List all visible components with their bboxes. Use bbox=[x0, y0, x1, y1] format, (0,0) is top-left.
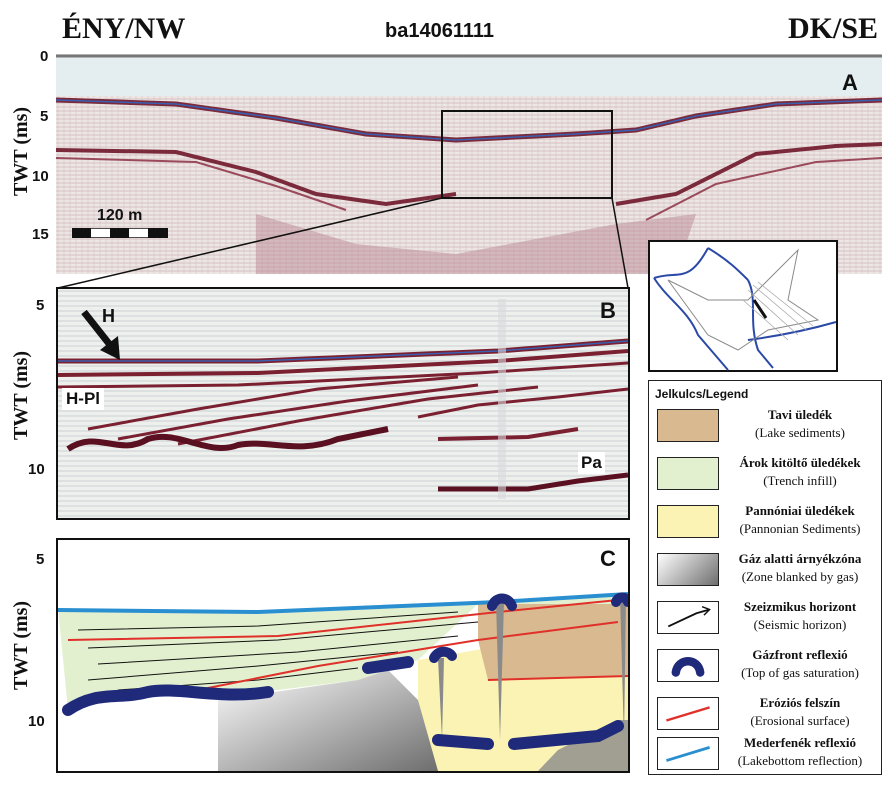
erosion-line-icon bbox=[657, 697, 719, 730]
scale-bar bbox=[72, 228, 168, 238]
panel-a-tick: 5 bbox=[40, 108, 49, 125]
pannonian-swatch bbox=[657, 505, 719, 538]
panel-c-tick: 10 bbox=[28, 713, 45, 730]
legend: Jelkulcs/Legend Tavi üledék (Lake sedime… bbox=[648, 380, 882, 775]
annotation-h-pl: H-Pl bbox=[62, 388, 104, 410]
legend-label-en: (Lake sediments) bbox=[755, 425, 845, 440]
legend-label-hu: Szeizmikus horizont bbox=[743, 599, 857, 614]
legend-item-pannonian: Pannóniai üledékek (Pannonian Sediments) bbox=[657, 501, 869, 549]
legend-label-en: (Top of gas saturation) bbox=[741, 665, 859, 680]
seismic-section-a bbox=[56, 54, 882, 274]
location-map bbox=[648, 240, 838, 372]
scale-bar-label: 120 m bbox=[97, 207, 143, 224]
legend-title: Jelkulcs/Legend bbox=[655, 387, 749, 401]
legend-label-en: (Pannonian Sediments) bbox=[739, 521, 861, 536]
header-right-direction: DK/SE bbox=[788, 12, 879, 45]
panel-b-tick: 5 bbox=[36, 297, 45, 314]
horizon-line-icon bbox=[657, 601, 719, 634]
legend-label-hu: Pannóniai üledékek bbox=[745, 503, 855, 518]
trench-infill-swatch bbox=[657, 457, 719, 490]
legend-item-trench-infill: Árok kitöltő üledékek (Trench infill) bbox=[657, 453, 869, 501]
legend-label-hu: Gázfront reflexió bbox=[752, 647, 848, 662]
legend-label-hu: Gáz alatti árnyékzóna bbox=[738, 551, 862, 566]
panel-c-axis-label: TWT (ms) bbox=[10, 600, 32, 690]
legend-label-en: (Erosional surface) bbox=[750, 713, 850, 728]
legend-item-erosion: Eróziós felszín (Erosional surface) bbox=[657, 693, 869, 741]
panel-c-tick: 5 bbox=[36, 551, 45, 568]
legend-item-seismic-horizon: Szeizmikus horizont (Seismic horizon) bbox=[657, 597, 869, 645]
panel-b-tick: 10 bbox=[28, 461, 45, 478]
arrow-icon bbox=[81, 309, 120, 360]
panel-b-label: B bbox=[600, 298, 616, 323]
gas-blank-gradient bbox=[657, 553, 719, 586]
interpretation-panel-c bbox=[56, 538, 630, 773]
panel-a-label: A bbox=[842, 70, 858, 95]
profile-id: ba14061111 bbox=[385, 20, 495, 42]
panel-b-axis-label: TWT (ms) bbox=[10, 350, 32, 440]
legend-item-lakebottom: Mederfenék reflexió (Lakebottom reflecti… bbox=[657, 733, 869, 781]
legend-label-hu: Mederfenék reflexió bbox=[743, 735, 857, 750]
legend-label-hu: Árok kitöltő üledékek bbox=[739, 455, 861, 470]
legend-item-gas-front: Gázfront reflexió (Top of gas saturation… bbox=[657, 645, 869, 693]
legend-item-gas-blanking: Gáz alatti árnyékzóna (Zone blanked by g… bbox=[657, 549, 869, 597]
legend-label-en: (Seismic horizon) bbox=[753, 617, 847, 632]
legend-label-en: (Lakebottom reflection) bbox=[737, 753, 863, 768]
seismic-zoom-panel-b bbox=[56, 287, 630, 520]
panel-a-tick: 10 bbox=[32, 168, 49, 185]
seismic-zoom-image bbox=[58, 289, 628, 518]
interpretation-drawing bbox=[58, 592, 628, 771]
legend-label-en: (Zone blanked by gas) bbox=[741, 569, 859, 584]
zoom-box bbox=[441, 110, 613, 199]
legend-label-hu: Tavi üledék bbox=[767, 407, 833, 422]
legend-item-lake-sediments: Tavi üledék (Lake sediments) bbox=[657, 405, 869, 453]
gas-front-icon bbox=[657, 649, 719, 682]
lakebottom-line-icon bbox=[657, 737, 719, 770]
annotation-pa: Pa bbox=[578, 452, 605, 474]
panel-a-tick: 0 bbox=[40, 48, 49, 65]
legend-label-hu: Eróziós felszín bbox=[759, 695, 841, 710]
panel-a-tick: 15 bbox=[32, 226, 49, 243]
legend-label-en: (Trench infill) bbox=[763, 473, 837, 488]
header-left-direction: ÉNY/NW bbox=[62, 12, 186, 45]
panel-c-label: C bbox=[600, 546, 616, 571]
annotation-h: H bbox=[102, 306, 115, 326]
zoom-connectors bbox=[57, 197, 629, 289]
lake-sediment-swatch bbox=[657, 409, 719, 442]
